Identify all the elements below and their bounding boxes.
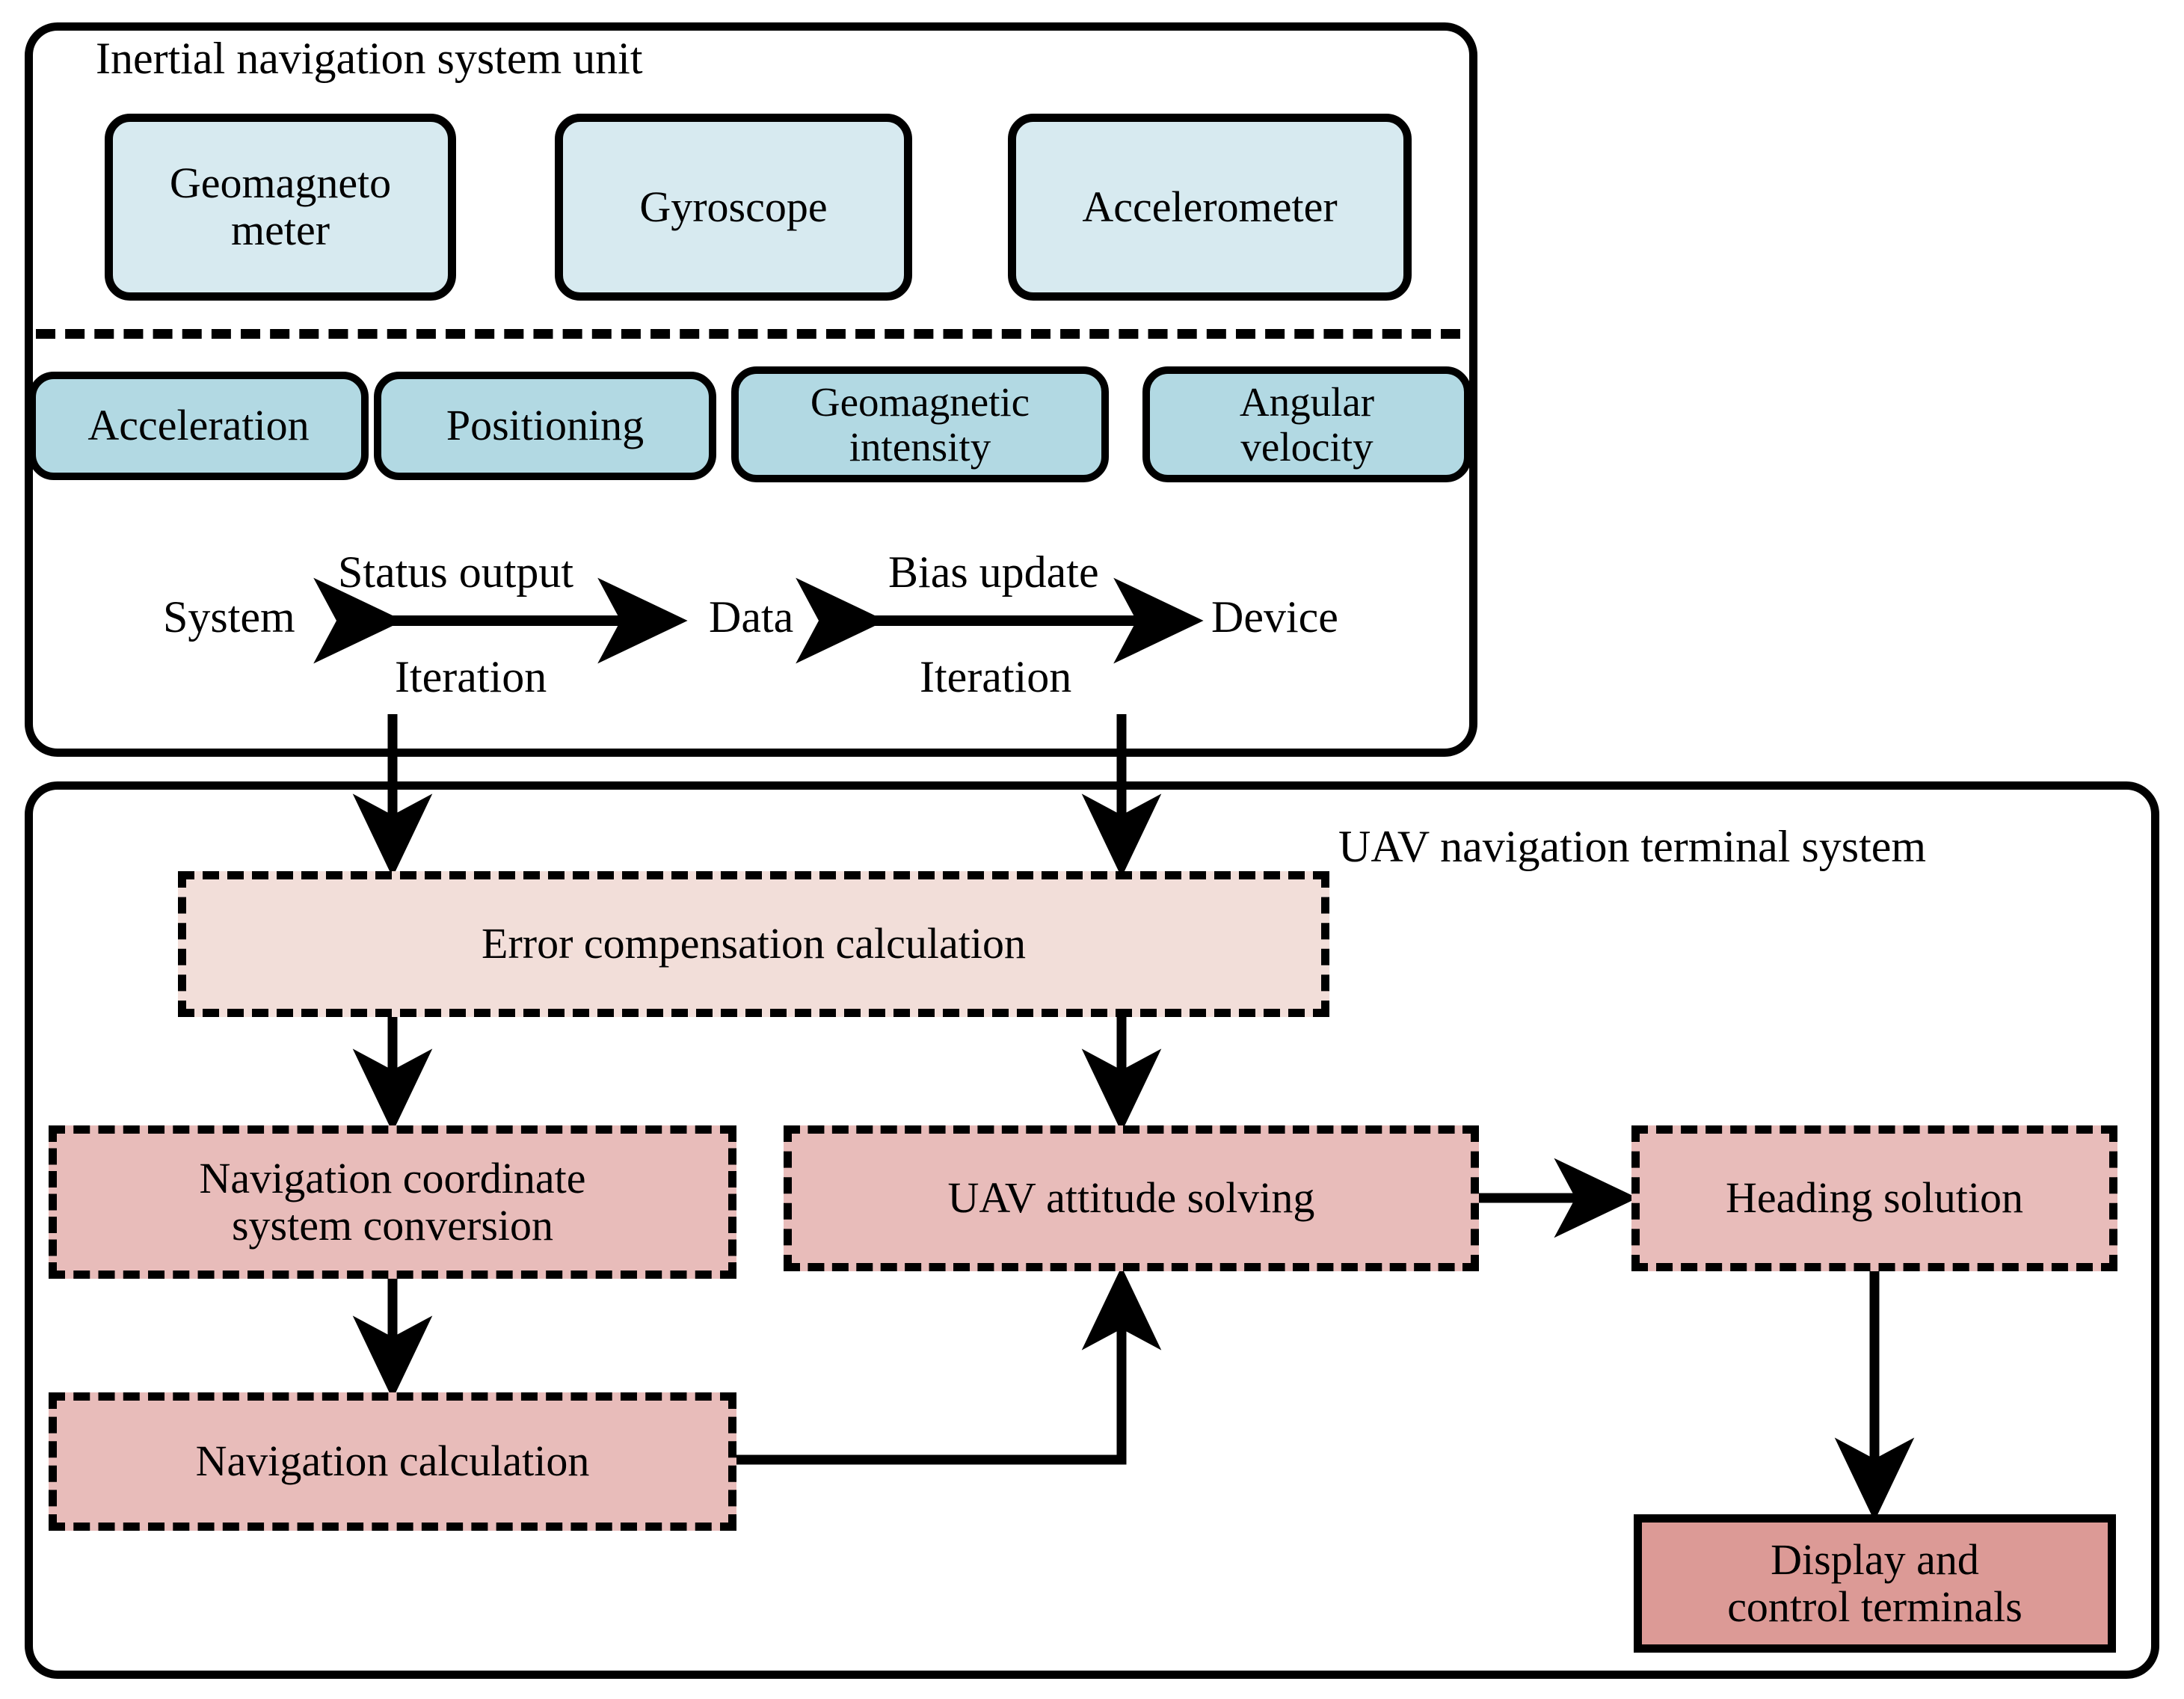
- node-geomagnetometer[interactable]: Geomagneto meter: [105, 114, 456, 301]
- label-data: Data: [709, 592, 794, 642]
- node-positioning[interactable]: Positioning: [374, 372, 716, 480]
- label-iteration-right: Iteration: [920, 652, 1072, 701]
- label-iteration-left: Iteration: [395, 652, 547, 701]
- node-uav-attitude-solving[interactable]: UAV attitude solving: [784, 1125, 1479, 1271]
- node-display-and-control-terminals[interactable]: Display and control terminals: [1634, 1514, 2116, 1653]
- node-heading-solution[interactable]: Heading solution: [1631, 1125, 2117, 1271]
- node-error-compensation-calculation[interactable]: Error compensation calculation: [178, 871, 1329, 1017]
- label-status-output: Status output: [338, 547, 574, 597]
- uav-navigation-terminal-system-container: [25, 781, 2159, 1679]
- node-navigation-calculation[interactable]: Navigation calculation: [49, 1392, 736, 1531]
- ins-section-divider: [36, 329, 1460, 339]
- node-gyroscope[interactable]: Gyroscope: [555, 114, 912, 301]
- label-system: System: [163, 592, 295, 642]
- node-geomagnetic-intensity[interactable]: Geomagnetic intensity: [731, 366, 1109, 482]
- uav-terminal-title: UAV navigation terminal system: [1338, 822, 1927, 871]
- node-accelerometer[interactable]: Accelerometer: [1008, 114, 1412, 301]
- node-navigation-coordinate-system-conversion[interactable]: Navigation coordinate system conversion: [49, 1125, 736, 1279]
- label-bias-update: Bias update: [888, 547, 1099, 597]
- node-acceleration[interactable]: Acceleration: [28, 372, 369, 480]
- node-angular-velocity[interactable]: Angular velocity: [1142, 366, 1471, 482]
- ins-unit-title: Inertial navigation system unit: [96, 34, 643, 83]
- label-device: Device: [1211, 592, 1338, 642]
